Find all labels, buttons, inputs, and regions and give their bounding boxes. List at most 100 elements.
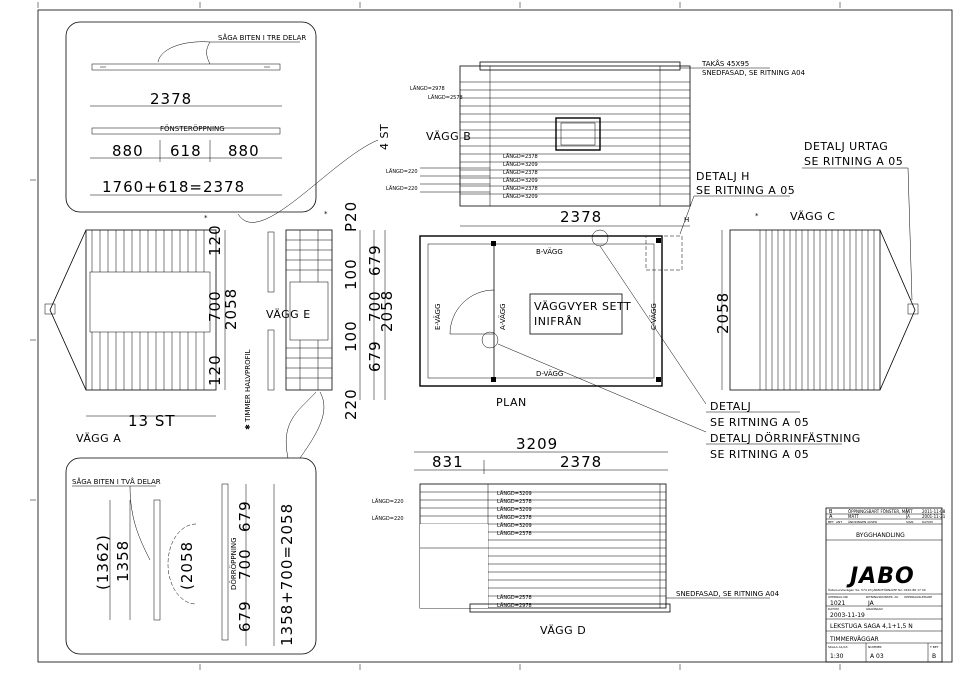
top-inset: SÅGA BITEN I TRE DELAR 2378 FÖNSTERÖPPNI… xyxy=(65,21,317,213)
top-inset-dim-1: 880 xyxy=(112,142,144,160)
wall-d-blen-1: LÄNGD=2578 xyxy=(497,594,532,601)
wall-c-star: * xyxy=(755,212,759,220)
tb-rev-a-sign: JA xyxy=(905,514,910,519)
detail-urtag-line2: SE RITNING A 05 xyxy=(804,155,903,168)
bottom-inset: SÅGA BITEN I TVÅ DELAR (1362) 1358 (2058… xyxy=(65,457,317,655)
wall-d-dim-total: 3209 xyxy=(516,435,558,453)
wall-c: * VÄGG C 2058 xyxy=(714,210,919,391)
wall-c-title: VÄGG C xyxy=(790,210,835,223)
tb-drawn-by: JA xyxy=(867,600,875,607)
bottom-inset-dim-v3: 679 xyxy=(236,600,254,632)
wall-d-rlen-5: LÄNGD=3209 xyxy=(497,522,532,529)
wall-b-rlen-1: LÄNGD=2378 xyxy=(503,153,538,160)
wall-b-roof-note-2: SNEDFASAD, SE RITNING A04 xyxy=(702,69,806,77)
tb-rev-h5: DATUM xyxy=(922,520,933,524)
wall-e: * VÄGG E ✱ TIMMER HALVPROFIL P20 679 100… xyxy=(244,201,396,430)
plan-c-wall: C-VÄGG xyxy=(649,303,658,330)
tb-label-date: DATUM xyxy=(828,607,839,611)
tb-rev-b-sign: JA xyxy=(905,509,910,514)
tb-rev-b-text: ÖPPNINGSBART FÖNSTER, MÅTT xyxy=(848,509,913,514)
wall-e-dim-2: 679 xyxy=(366,244,384,276)
tb-rev-b-date: 2011-11-08 xyxy=(922,509,946,514)
plan-d-wall: D-VÄGG xyxy=(536,369,563,378)
wall-d-roof-note: SNEDFASAD, SE RITNING A04 xyxy=(676,590,780,598)
detail-door-line2: SE RITNING A 05 xyxy=(710,416,809,429)
wall-d-right-lengths: LÄNGD=3209 LÄNGD=2378 LÄNGD=3209 LÄNGD=2… xyxy=(497,490,532,537)
wall-b: LÄNGD=2978 LÄNGD=2578 VÄGG B 4 ST LÄNGD=… xyxy=(378,59,806,227)
tb-project: LEKSTUGA SAGA 4,1+1,5 N xyxy=(830,623,913,630)
tb-rev-label: T BET xyxy=(929,645,939,649)
wall-b-right-lengths: LÄNGD=2378 LÄNGD=3209 LÄNGD=2378 LÄNGD=3… xyxy=(503,153,538,200)
wall-a-dim-2: 700 xyxy=(206,290,224,322)
detail-h-line2: SE RITNING A 05 xyxy=(696,184,795,197)
wall-e-profile-note: ✱ TIMMER HALVPROFIL xyxy=(244,349,252,430)
title-block: B ÖPPNINGSBART FÖNSTER, MÅTT JA 2011-11-… xyxy=(825,507,946,663)
wall-b-length-4: LÄNGD=220 xyxy=(386,185,418,192)
wall-a: * 120 700 2058 120 13 ST VÄGG A xyxy=(44,214,240,445)
tb-scale-label: SKALA A1/A3 xyxy=(828,645,848,649)
wall-d-rlen-4: LÄNGD=2378 xyxy=(497,514,532,521)
wall-a-title: VÄGG A xyxy=(76,432,121,445)
wall-e-dim-5: 2058 xyxy=(378,290,396,332)
plan-box-line2: INIFRÅN xyxy=(534,315,582,328)
plan-box-line1: VÄGGVYER SETT xyxy=(534,300,631,313)
top-inset-window-label: FÖNSTERÖPPNING xyxy=(160,124,225,133)
wall-b-rlen-3: LÄNGD=2378 xyxy=(503,169,538,176)
detail-door-line1: DETALJ xyxy=(710,400,751,413)
wall-d-dim-1: 831 xyxy=(432,453,464,471)
tb-label-drawn: RITNINGSKONSTR. AV xyxy=(866,595,899,599)
wall-a-count: 13 ST xyxy=(128,412,176,430)
bottom-inset-formula: 1358+700=2058 xyxy=(278,503,296,646)
tb-company: JABO xyxy=(846,564,915,589)
wall-b-length-1: LÄNGD=2978 xyxy=(410,85,445,92)
wall-d-blen-2: LÄNGD=2978 xyxy=(497,602,532,609)
plan: B-VÄGG D-VÄGG E-VÄGG A-VÄGG C-VÄGG VÄGGV… xyxy=(419,229,707,433)
tb-status: BYGGHANDLING xyxy=(856,532,905,539)
bottom-inset-door-label: DÖRRÖPPNING xyxy=(229,537,238,590)
tb-label-check: GRANSKAD xyxy=(866,607,883,611)
detail-door-line4: SE RITNING A 05 xyxy=(710,448,809,461)
wall-d-dim-2: 2378 xyxy=(560,453,602,471)
wall-d-rlen-3: LÄNGD=3209 xyxy=(497,506,532,513)
wall-e-title: VÄGG E xyxy=(266,308,311,321)
wall-e-dim-3: 100 xyxy=(342,258,360,290)
top-inset-note: SÅGA BITEN I TRE DELAR xyxy=(218,33,306,42)
wall-a-dim-4: 120 xyxy=(206,354,224,386)
bottom-inset-dim-c: (2058 xyxy=(178,541,196,590)
bottom-inset-dim-v2: 700 xyxy=(236,548,254,580)
top-inset-formula: 1760+618=2378 xyxy=(102,178,245,196)
wall-b-length-3: LÄNGD=220 xyxy=(386,168,418,175)
plan-b-wall: B-VÄGG xyxy=(536,247,563,256)
tb-rev-h3: ÄNDRINGEN AVSER xyxy=(848,519,877,524)
top-inset-dim-3: 880 xyxy=(228,142,260,160)
detail-door-line3: DETALJ DÖRRINFÄSTNING xyxy=(710,432,861,445)
tb-label-order: UPPDRAG NR xyxy=(828,595,848,599)
wall-a-dim-1: 120 xyxy=(206,224,224,256)
wall-e-dim-8: 220 xyxy=(342,388,360,420)
bottom-inset-dim-v1: 679 xyxy=(236,500,254,532)
wall-b-rlen-5: LÄNGD=2378 xyxy=(503,185,538,192)
wall-e-dim-1: P20 xyxy=(342,201,360,232)
wall-b-count: 4 ST xyxy=(378,124,391,150)
tb-rev-a-date: 2001-11-21 xyxy=(922,514,946,519)
detail-h-note: DETALJ H SE RITNING A 05 H xyxy=(679,170,795,235)
bottom-inset-dim-a: (1362) xyxy=(94,534,112,590)
plan-title: PLAN xyxy=(496,396,527,409)
top-inset-dim-2: 618 xyxy=(170,142,202,160)
top-inset-dim-total: 2378 xyxy=(150,90,192,108)
tb-address: Östersundsvägen 5A, 574 93 JÄRBOFÖRNAMP … xyxy=(828,587,926,592)
tb-number: A 03 xyxy=(870,653,884,660)
plan-a-wall: A-VÄGG xyxy=(498,303,507,330)
detail-h-marker: H xyxy=(684,216,689,224)
wall-b-title: VÄGG B xyxy=(426,130,471,143)
plan-e-wall: E-VÄGG xyxy=(433,304,442,330)
wall-c-dim: 2058 xyxy=(714,292,732,334)
detail-h-line1: DETALJ H xyxy=(696,170,750,183)
wall-b-rlen-2: LÄNGD=3209 xyxy=(503,161,538,168)
wall-e-dim-6: 100 xyxy=(342,320,360,352)
wall-b-rlen-4: LÄNGD=3209 xyxy=(503,177,538,184)
tb-order-no: 1021 xyxy=(830,600,845,607)
tb-rev-h1: BET xyxy=(828,520,834,524)
tb-date: 2003-11-19 xyxy=(830,612,865,619)
